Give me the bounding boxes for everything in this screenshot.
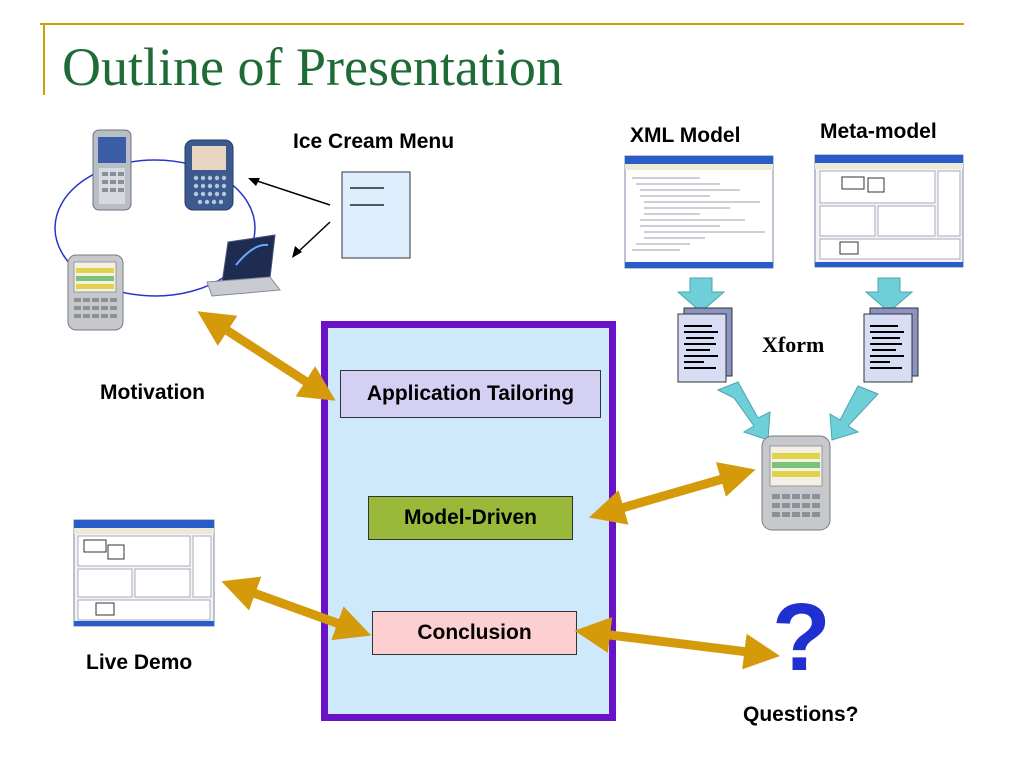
meta-document-stack — [863, 307, 919, 383]
outline-item-conclusion: Conclusion — [372, 611, 577, 655]
xml-down-arrow — [676, 277, 726, 313]
xml-document-stack — [677, 307, 733, 383]
motivation-arrow — [197, 311, 336, 401]
outline-item-application-tailoring: Application Tailoring — [340, 370, 601, 418]
blackberry-phone-image — [184, 139, 234, 211]
silver-phone-image — [92, 129, 132, 211]
xform-label: Xform — [762, 332, 825, 357]
question-mark-icon: ? — [772, 584, 831, 691]
xml-model-label: XML Model — [630, 124, 741, 147]
meta-down-arrow — [864, 277, 914, 313]
live-demo-arrow — [221, 576, 372, 641]
menu-arrow-1 — [253, 179, 331, 206]
questions-label: Questions? — [743, 703, 859, 726]
device-ring — [54, 159, 256, 297]
questions-arrow — [574, 617, 781, 670]
motivation-label: Motivation — [100, 381, 205, 404]
ice-cream-menu-document — [341, 171, 411, 259]
right-diagonal-arrow — [829, 385, 879, 441]
live-demo-screenshot — [73, 519, 215, 627]
menu-arrow-2 — [297, 221, 331, 253]
outline-item-model-driven: Model-Driven — [368, 496, 573, 540]
meta-model-label: Meta-model — [820, 120, 937, 143]
model-driven-arrow — [588, 462, 756, 525]
xml-model-screenshot — [624, 155, 774, 269]
live-demo-label: Live Demo — [86, 651, 193, 674]
target-pda-image — [761, 435, 831, 531]
slide-title: Outline of Presentation — [62, 37, 563, 97]
ice-cream-menu-label: Ice Cream Menu — [293, 130, 455, 153]
pda-device-image — [67, 254, 124, 331]
meta-model-screenshot — [814, 154, 964, 268]
laptop-image — [206, 234, 281, 297]
